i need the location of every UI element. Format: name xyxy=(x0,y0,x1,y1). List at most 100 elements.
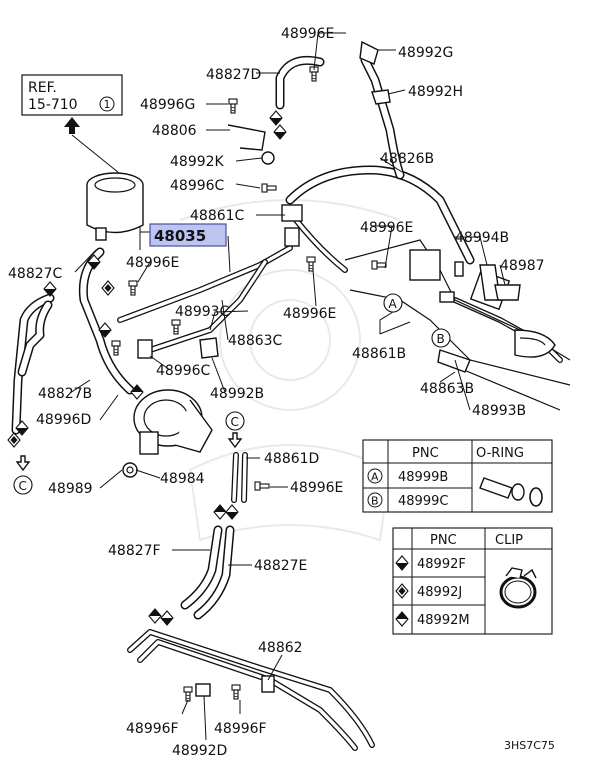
label-48994b[interactable]: 48994B xyxy=(455,230,509,246)
clip-marker-icon xyxy=(43,281,57,297)
clamp-48992h xyxy=(371,89,391,105)
label-48827c[interactable]: 48827C xyxy=(8,266,63,282)
label-48996c-low[interactable]: 48996C xyxy=(156,363,211,379)
hose-48827b xyxy=(11,293,55,435)
tube-48863c xyxy=(147,259,268,353)
tube-48861c xyxy=(293,217,348,273)
oring-row-b-key: B xyxy=(371,495,379,508)
hose-48827d xyxy=(275,55,325,110)
label-48827e[interactable]: 48827E xyxy=(254,558,307,574)
label-48992g[interactable]: 48992G xyxy=(398,45,453,61)
svg-text:C: C xyxy=(231,415,239,429)
label-48996e-left[interactable]: 48996E xyxy=(126,255,179,271)
label-48993c[interactable]: 48993C xyxy=(175,304,230,320)
svg-text:A: A xyxy=(389,297,398,311)
reference-number: 15-710 xyxy=(28,97,78,113)
clip-marker-icon xyxy=(148,608,162,624)
label-48862[interactable]: 48862 xyxy=(258,640,303,656)
label-48827b[interactable]: 48827B xyxy=(38,386,92,402)
clip-marker-icon xyxy=(225,504,239,520)
clip-row-3-pnc: 48992M xyxy=(417,613,470,628)
bolt-48996e-right-icon xyxy=(254,481,270,491)
hose-48827e xyxy=(193,525,235,620)
bracket-48987 xyxy=(494,284,521,301)
clip-row-2-pnc: 48992J xyxy=(417,585,462,600)
label-48861c[interactable]: 48861C xyxy=(190,208,245,224)
label-48992k[interactable]: 48992K xyxy=(170,154,225,170)
clip-table-header-clip: CLIP xyxy=(495,533,523,548)
hose-48826b xyxy=(285,55,475,265)
label-48827d[interactable]: 48827D xyxy=(206,67,261,83)
bracket-48806 xyxy=(227,124,266,151)
label-48987[interactable]: 48987 xyxy=(500,258,545,274)
hose-48827c-left xyxy=(17,300,53,377)
label-48827f[interactable]: 48827F xyxy=(108,543,161,559)
oring-row-a-key: A xyxy=(371,471,379,484)
bolt-48996d-icon xyxy=(111,340,121,356)
hose-clip-icon xyxy=(499,567,537,609)
reference-circle-number: 1 xyxy=(104,98,111,111)
bolt-48996f-left-icon xyxy=(183,686,193,702)
callout-a[interactable]: A xyxy=(383,293,403,313)
bracket-48993c xyxy=(137,339,153,359)
clip-table: PNC CLIP 48992F 48992J 48992M xyxy=(392,527,553,635)
clip-marker-icon xyxy=(160,610,174,626)
clip-marker-icon xyxy=(273,124,287,140)
label-48996e-top[interactable]: 48996E xyxy=(281,26,334,42)
clip-marker-icon xyxy=(213,504,227,520)
clip-table-header-pnc: PNC xyxy=(430,533,457,548)
label-48989[interactable]: 48989 xyxy=(48,481,93,497)
down-arrow-icon xyxy=(227,432,243,449)
label-48996f-left[interactable]: 48996F xyxy=(126,721,179,737)
callout-c-left[interactable]: C xyxy=(13,475,33,495)
reference-label: REF. xyxy=(28,80,57,96)
svg-text:C: C xyxy=(19,479,27,493)
callout-b[interactable]: B xyxy=(431,328,451,348)
label-48992d[interactable]: 48992D xyxy=(172,743,227,759)
clip-row-1-pnc: 48992F xyxy=(417,557,466,572)
label-48861b[interactable]: 48861B xyxy=(352,346,406,362)
label-48863c[interactable]: 48863C xyxy=(228,333,283,349)
leader-lines xyxy=(69,32,506,741)
label-48035: 48035 xyxy=(154,227,206,245)
highlighted-part-48035[interactable]: 48035 xyxy=(149,223,227,247)
oring-table: PNC O-RING A 48999B B 48999C xyxy=(362,439,553,513)
callout-c-mid[interactable]: C xyxy=(225,411,245,431)
label-48861d[interactable]: 48861D xyxy=(264,451,319,467)
label-48996d[interactable]: 48996D xyxy=(36,412,91,428)
label-48996e-right[interactable]: 48996E xyxy=(290,480,343,496)
svg-text:B: B xyxy=(437,332,445,346)
union-fitting-lower xyxy=(284,227,300,247)
label-48996g[interactable]: 48996G xyxy=(140,97,195,113)
reference-arrow-icon xyxy=(64,117,80,134)
label-48826b[interactable]: 48826B xyxy=(380,151,434,167)
label-48863b[interactable]: 48863B xyxy=(420,381,474,397)
label-48806[interactable]: 48806 xyxy=(152,123,197,139)
reference-box[interactable]: REF. 15-710 1 xyxy=(21,74,123,116)
label-48996e-center[interactable]: 48996E xyxy=(283,306,336,322)
bracket-48992b xyxy=(199,337,219,359)
clip-marker-icon xyxy=(269,110,283,126)
reservoir-tank xyxy=(86,172,144,241)
union-fitting xyxy=(281,204,303,222)
tube-bracket-48862 xyxy=(261,675,275,693)
label-48996c-top[interactable]: 48996C xyxy=(170,178,225,194)
label-48996e-mid[interactable]: 48996E xyxy=(360,220,413,236)
bolt-48996e-left-icon xyxy=(128,280,138,296)
down-arrow-icon xyxy=(15,455,31,472)
rack-fitting xyxy=(439,291,455,303)
oring-row-b-pnc: 48999C xyxy=(398,494,448,509)
hose-48827f xyxy=(180,525,223,610)
clamp-48992k xyxy=(261,151,275,165)
oring-table-header-oring: O-RING xyxy=(476,446,524,461)
oring-table-header-pnc: PNC xyxy=(412,446,439,461)
bracket-48863b xyxy=(437,349,471,373)
bolt-48996g-icon xyxy=(228,98,238,114)
label-48996f-right[interactable]: 48996F xyxy=(214,721,267,737)
label-48992h[interactable]: 48992H xyxy=(408,84,463,100)
clamp-48984 xyxy=(122,462,138,478)
label-48993b[interactable]: 48993B xyxy=(472,403,526,419)
label-48992b[interactable]: 48992B xyxy=(210,386,264,402)
label-48984[interactable]: 48984 xyxy=(160,471,205,487)
drawing-code: 3HS7C75 xyxy=(504,739,555,752)
